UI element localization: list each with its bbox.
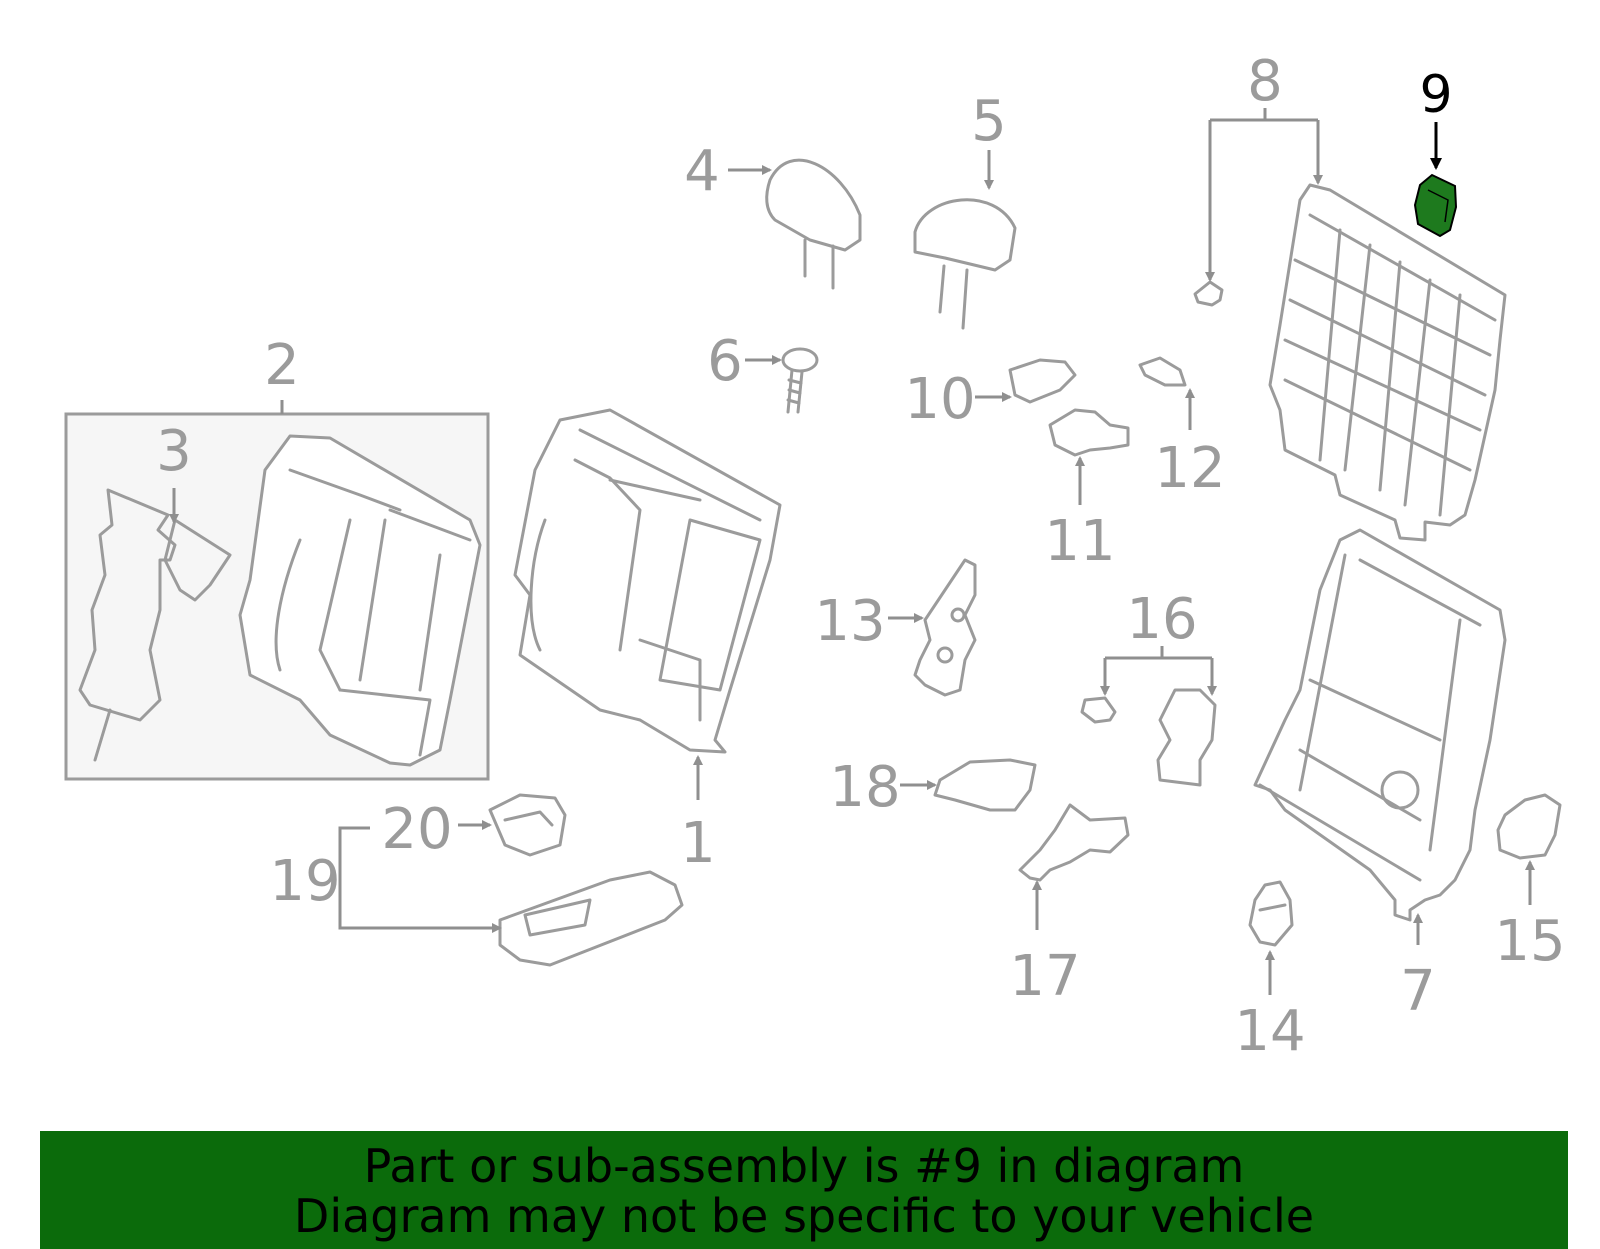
- callout-20[interactable]: 20: [381, 797, 452, 862]
- part-15[interactable]: [1496, 793, 1562, 905]
- part-20[interactable]: [458, 793, 567, 857]
- callout-13[interactable]: 13: [814, 589, 885, 654]
- callout-8[interactable]: 8: [1247, 49, 1283, 114]
- part-11[interactable]: [1048, 408, 1130, 505]
- part-19[interactable]: [338, 826, 684, 967]
- callout-11[interactable]: 11: [1044, 509, 1115, 574]
- part-4-headrest[interactable]: [765, 158, 862, 290]
- callout-16[interactable]: 16: [1126, 587, 1197, 652]
- part-9-highlighted[interactable]: [1413, 122, 1458, 238]
- part-8-back-panel[interactable]: [1193, 108, 1507, 542]
- banner-line-disclaimer: Diagram may not be specific to your vehi…: [293, 1189, 1315, 1243]
- callout-5[interactable]: 5: [971, 89, 1007, 154]
- part-14[interactable]: [1248, 880, 1294, 995]
- banner-line-part-number: Part or sub-assembly is #9 in diagram: [363, 1139, 1245, 1193]
- callout-17[interactable]: 17: [1009, 944, 1080, 1009]
- callout-2[interactable]: 2: [264, 333, 300, 398]
- part-1-seat-back[interactable]: [513, 408, 782, 754]
- callout-10[interactable]: 10: [904, 367, 975, 432]
- callout-9[interactable]: 9: [1419, 65, 1452, 125]
- callout-18[interactable]: 18: [829, 755, 900, 820]
- part-10[interactable]: [975, 358, 1077, 404]
- part-2-cover-box[interactable]: [64, 400, 490, 781]
- callout-15[interactable]: 15: [1494, 909, 1565, 974]
- part-12[interactable]: [1138, 356, 1195, 430]
- part-18[interactable]: [900, 758, 1037, 812]
- info-banner: Part or sub-assembly is #9 in diagram Di…: [40, 1131, 1568, 1249]
- callout-6[interactable]: 6: [707, 329, 743, 394]
- part-5-headrest[interactable]: [913, 198, 1017, 330]
- callout-12[interactable]: 12: [1154, 436, 1225, 501]
- callout-1[interactable]: 1: [680, 811, 716, 876]
- part-7-seat-frame[interactable]: [1253, 528, 1507, 945]
- part-13[interactable]: [888, 558, 977, 697]
- callout-14[interactable]: 14: [1234, 999, 1305, 1064]
- callout-3[interactable]: 3: [156, 419, 192, 484]
- callout-4[interactable]: 4: [684, 139, 720, 204]
- callout-7[interactable]: 7: [1400, 959, 1436, 1024]
- callout-19[interactable]: 19: [269, 849, 340, 914]
- part-6-bolt[interactable]: [781, 347, 819, 414]
- part-17[interactable]: [1018, 803, 1130, 930]
- part-16[interactable]: [1080, 646, 1217, 787]
